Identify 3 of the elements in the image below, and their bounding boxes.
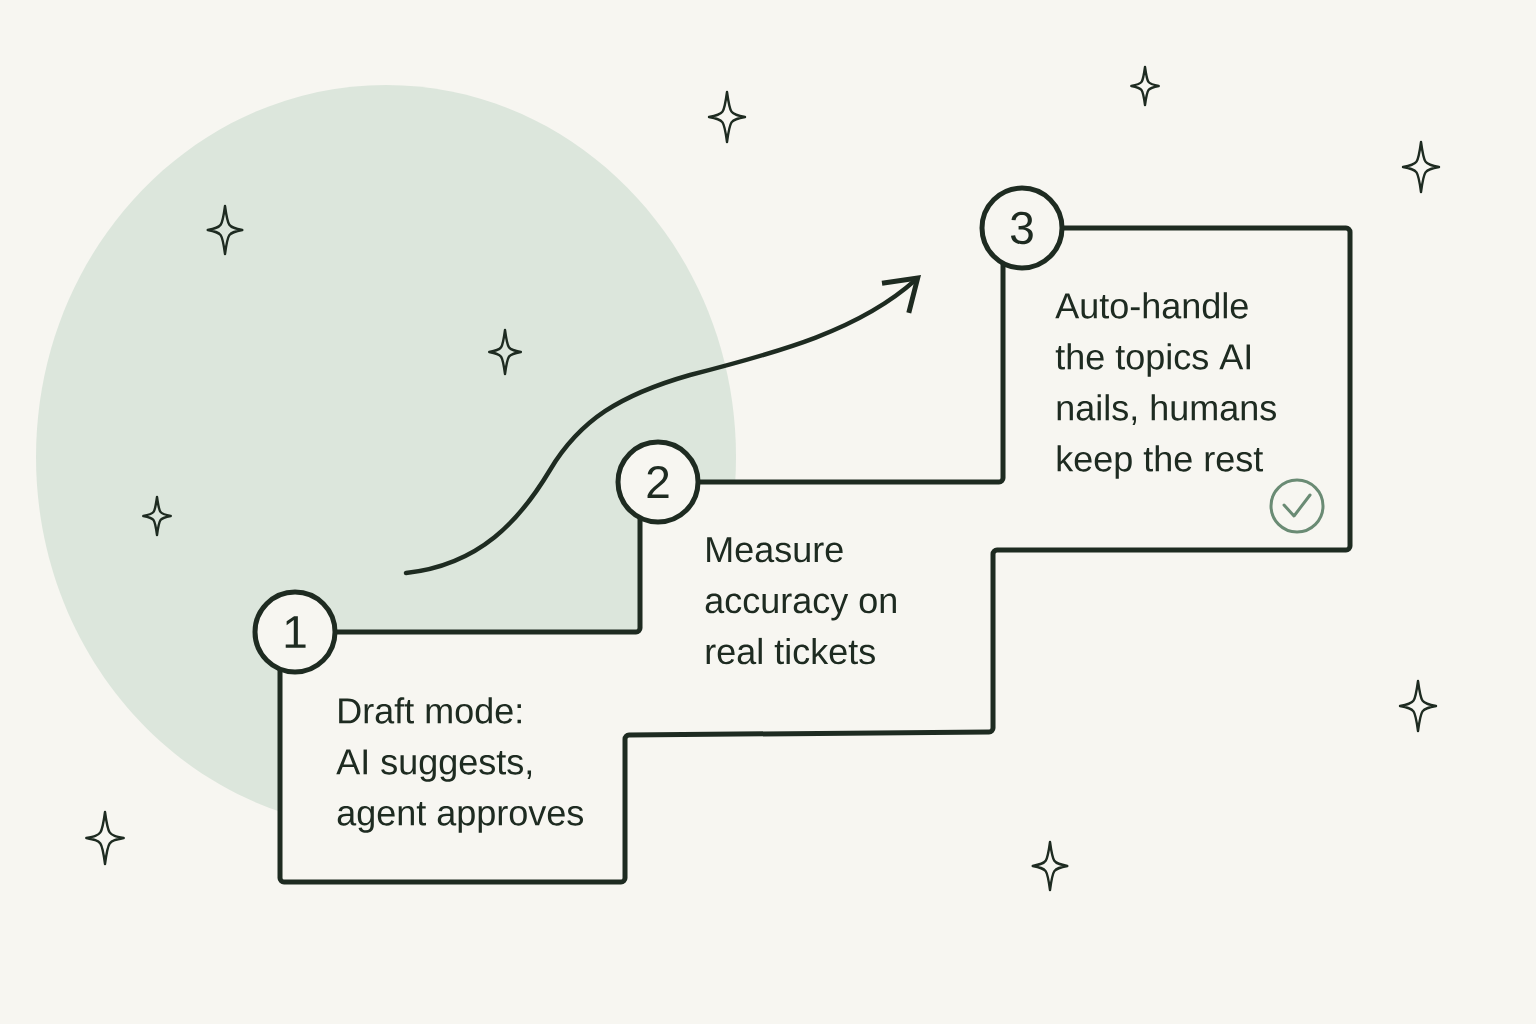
- step-text: Draft mode: AI suggests, agent approves: [336, 697, 583, 833]
- step-text: Measure accuracy on real tickets: [705, 537, 896, 665]
- step-text: Auto-handle the topics AI nails, humans keep the rest: [1055, 292, 1276, 479]
